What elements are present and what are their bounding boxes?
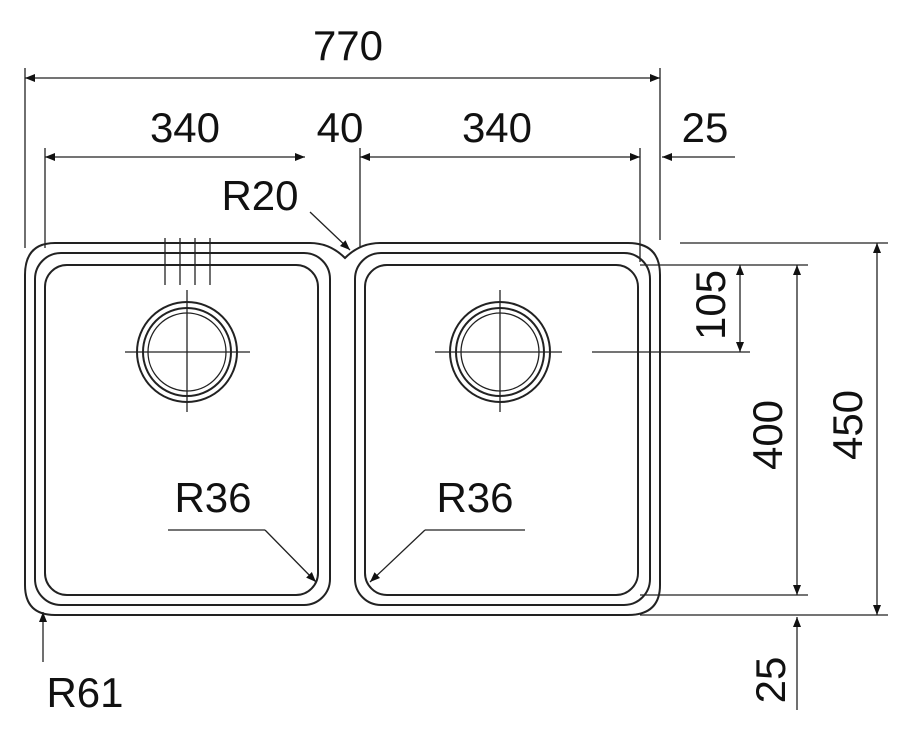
label-r36-left: R36 <box>174 474 251 521</box>
right-bowl-rim <box>354 252 651 606</box>
label-105: 105 <box>687 270 734 340</box>
label-r20: R20 <box>221 172 298 219</box>
sink-outline <box>24 242 661 616</box>
label-400: 400 <box>744 400 791 470</box>
label-770: 770 <box>313 22 383 69</box>
label-25-bottom: 25 <box>747 657 794 704</box>
label-450: 450 <box>824 390 871 460</box>
r20-leader <box>309 211 351 251</box>
dimension-lines <box>25 74 881 710</box>
label-340-left: 340 <box>150 104 220 151</box>
right-drain <box>435 290 562 412</box>
tap-hole-marks <box>164 238 211 285</box>
label-40: 40 <box>317 104 364 151</box>
left-bowl-basin <box>44 264 319 596</box>
label-25-top: 25 <box>682 104 729 151</box>
label-r61: R61 <box>46 669 123 716</box>
left-bowl-rim <box>34 252 331 606</box>
r36-right-leader <box>369 529 426 583</box>
label-340-right: 340 <box>462 104 532 151</box>
label-r36-right: R36 <box>436 474 513 521</box>
left-drain <box>125 290 250 412</box>
extension-lines <box>24 68 888 616</box>
right-bowl-basin <box>364 264 639 596</box>
r36-left-leader <box>264 529 317 583</box>
